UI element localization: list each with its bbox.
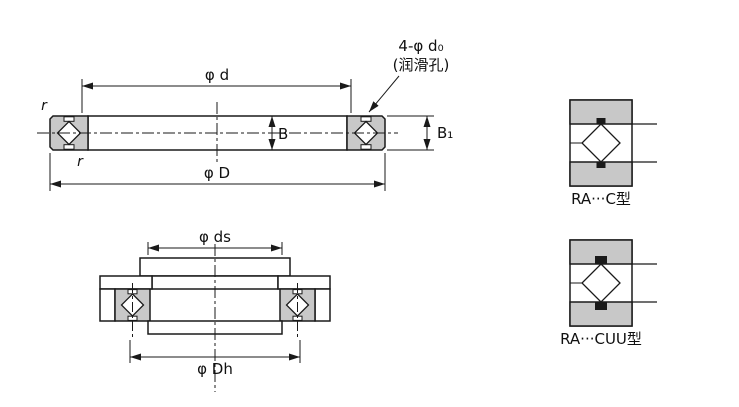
r-bottom-label: r (77, 154, 84, 170)
c-retainer-bottom (596, 162, 606, 168)
main-section-view (37, 102, 398, 164)
mount-view-labels: φ ds φ Dh (197, 228, 233, 378)
type-c-icon (569, 99, 657, 187)
dim-d-label: φ d (205, 66, 229, 84)
holes-note-label: (润滑孔) (393, 56, 450, 74)
cuu-roller (581, 263, 621, 303)
main-view-labels: φ d 4-φ d₀ (润滑孔) B B₁ φ D r r (41, 37, 453, 182)
type-c-label: RA···C型 (571, 190, 631, 208)
cuu-seal-bottom (595, 302, 607, 310)
dim-ds-label: φ ds (199, 228, 231, 246)
mounting-section-view (99, 244, 331, 392)
dim-Dh-label: φ Dh (197, 360, 233, 378)
holes-label: 4-φ d₀ (398, 37, 443, 55)
type-cuu-label: RA···CUU型 (560, 330, 642, 348)
c-roller (581, 123, 621, 163)
roller-right (353, 120, 379, 146)
housing-wall-left (99, 288, 116, 322)
main-dimension-lines (49, 75, 434, 191)
dim-D-label: φ D (204, 164, 230, 182)
cuu-seal-top (595, 256, 607, 264)
leader-lubrication-hole (368, 75, 400, 113)
type-labels: RA···C型 RA···CUU型 (560, 190, 642, 348)
type-icons (569, 99, 657, 327)
dim-B-label: B (278, 125, 288, 143)
housing-wall-right (314, 288, 331, 322)
dim-B1-label: B₁ (437, 124, 453, 142)
mount-dimension-lines (129, 242, 301, 363)
housing-flange-left (99, 275, 153, 290)
c-retainer-top (596, 118, 606, 124)
type-cuu-icon (569, 239, 657, 327)
housing-flange-right (277, 275, 331, 290)
r-top-label: r (41, 98, 48, 114)
